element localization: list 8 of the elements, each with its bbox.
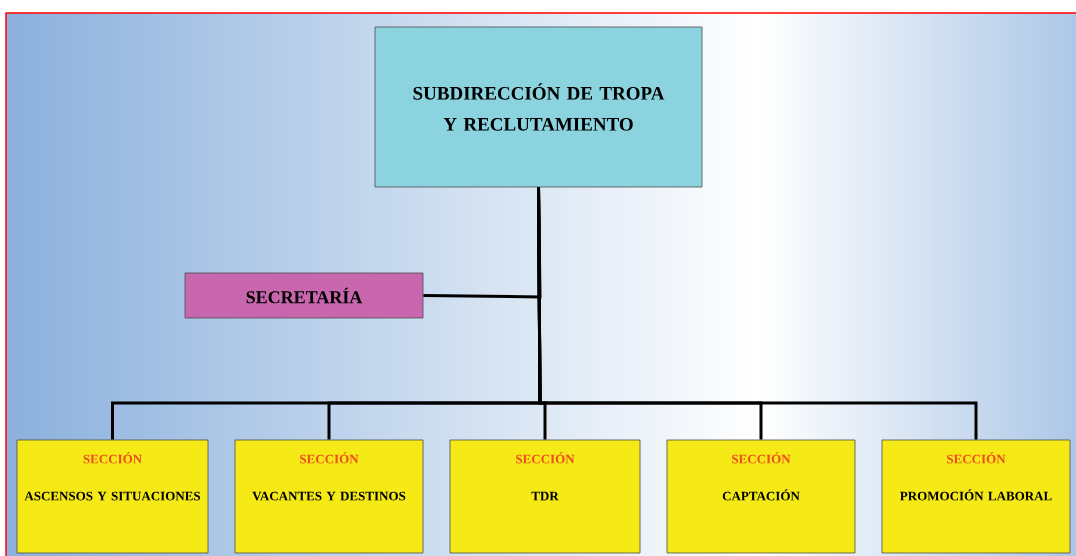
title-box: SUBDIRECCIÓN DE TROPA Y RECLUTAMIENTO [374,26,703,188]
section-box: SECCIÓN PROMOCIÓN LABORAL [881,439,1071,554]
connector-line [537,187,978,440]
section-box: SECCIÓN VACANTES Y DESTINOS [234,439,424,554]
section-box: SECCIÓN CAPTACIÓN [666,439,856,554]
section-box: SECCIÓN ASCENSOS Y SITUACIONES [16,439,209,554]
section-box: SECCIÓN TDR [449,439,641,554]
secretary-box: SECRETARÍA [184,272,424,319]
